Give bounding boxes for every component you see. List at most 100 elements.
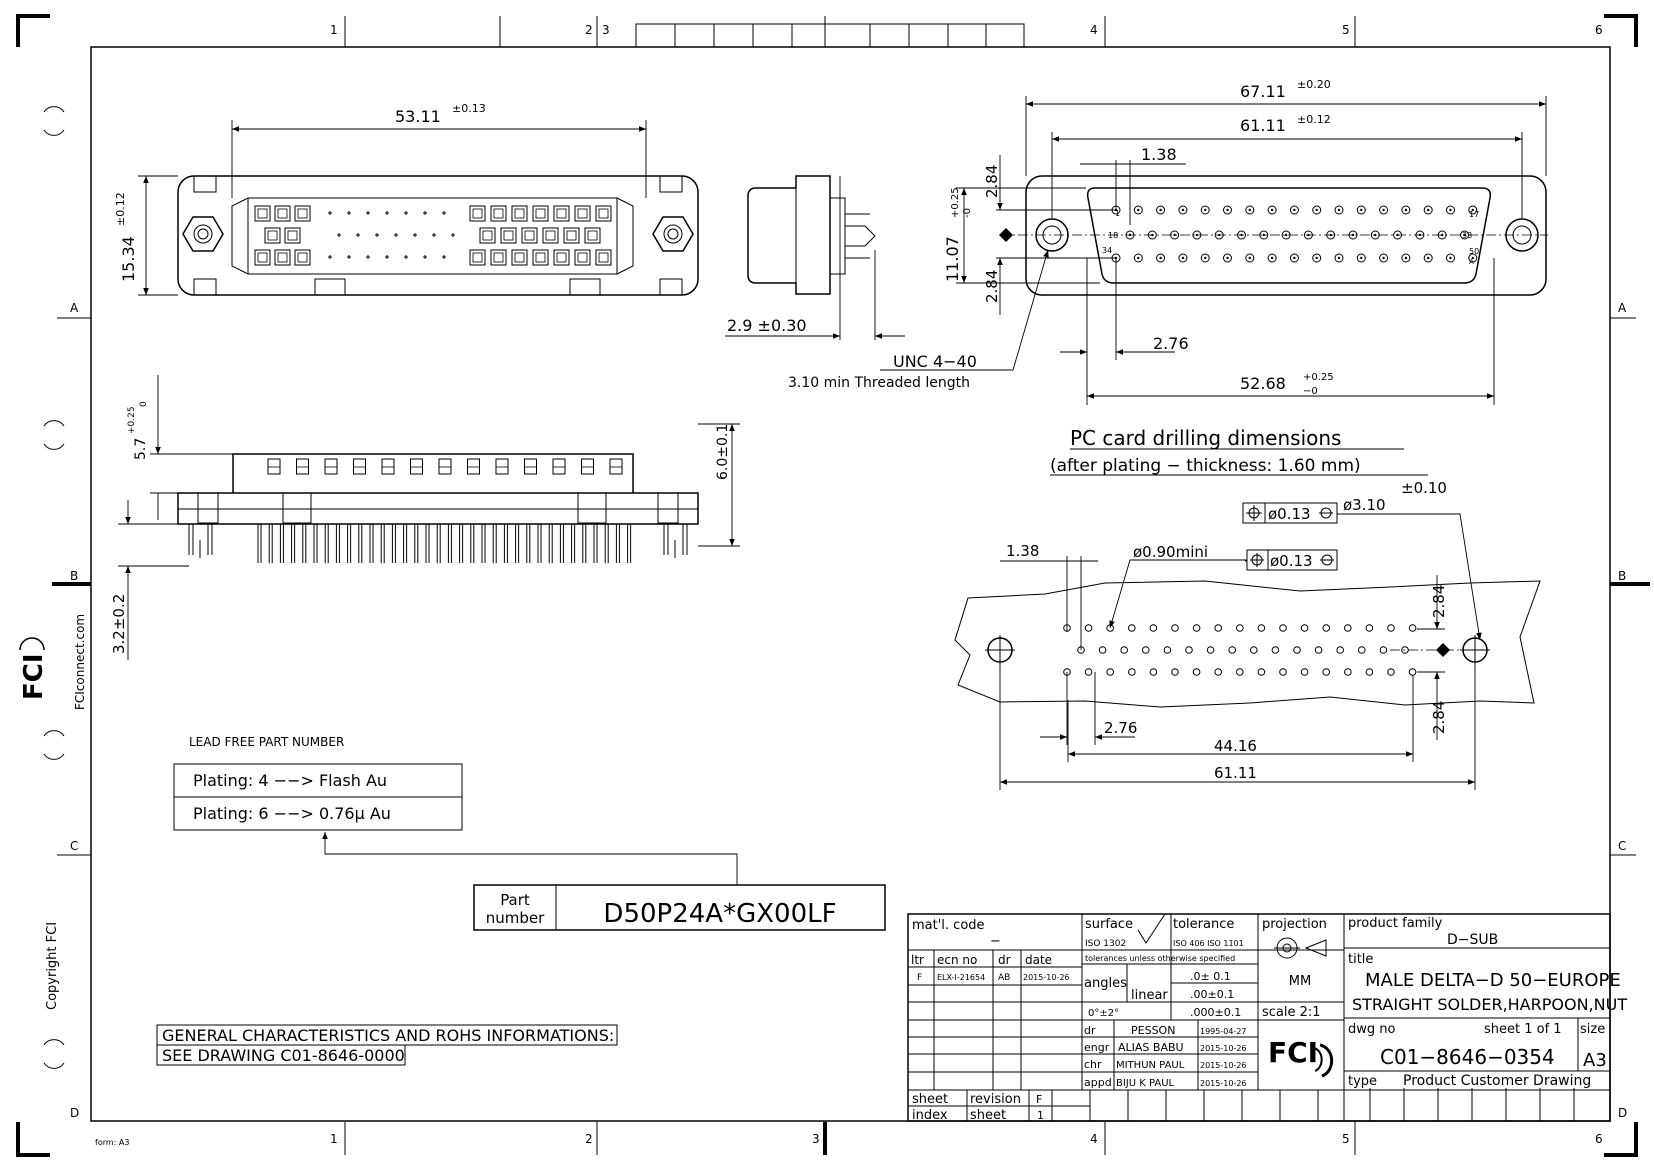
pcb-hole — [1250, 646, 1258, 654]
tb-scale: scale 2:1 — [1262, 1005, 1321, 1020]
tb-angles-label: angles — [1084, 976, 1127, 991]
pin-label-sub: A — [1469, 258, 1474, 266]
rear-pin — [1133, 205, 1143, 215]
rear-view-pins — [1111, 205, 1478, 263]
rear-pin-center — [1226, 256, 1229, 260]
rear-pin — [1334, 205, 1344, 215]
pin-label-50: 50 — [1469, 247, 1479, 256]
elevation-mark — [267, 458, 281, 475]
rear-pin — [1289, 205, 1299, 215]
rear-shell-tol-plus: +0.25 — [950, 187, 961, 218]
pin-label-17: 17 — [1469, 210, 1479, 219]
pcb-drilling: PC card drilling dimensions (after plati… — [954, 426, 1541, 790]
rear-pin — [1178, 205, 1188, 215]
tb-date-appd: 2015-10-26 — [1200, 1079, 1247, 1088]
pcb-hole — [1063, 624, 1071, 632]
tb-index-label: index — [912, 1108, 948, 1123]
rear-pin — [1245, 205, 1255, 215]
pcb-hole — [1408, 624, 1417, 632]
rear-pin-center — [1270, 256, 1274, 260]
front-contact — [469, 249, 486, 266]
copyright-text: Copyright FCI — [45, 922, 60, 1010]
pin-label-1: 1 — [1115, 209, 1120, 218]
zone-row-b-right: B — [1618, 569, 1626, 583]
front-contact — [294, 205, 311, 222]
front-contact-inner — [277, 252, 288, 263]
tb-name-chr: MITHUN PAUL — [1116, 1060, 1185, 1071]
rear-pin-span-tol-minus: −0 — [1303, 386, 1318, 397]
form-size-text: form: A3 — [95, 1138, 129, 1147]
part-number-block: Part number D50P24A*GX00LF — [473, 884, 886, 931]
rear-pin — [1401, 205, 1411, 215]
tb-rev-h-ecn: ecn no — [937, 953, 977, 967]
elevation-mark — [467, 458, 480, 475]
pin-label-18: 18 — [1108, 231, 1118, 240]
rear-pin-center — [1240, 233, 1243, 237]
lead-free-block: LEAD FREE PART NUMBER Plating: 4 −−> Fla… — [173, 735, 738, 885]
rear-pin — [1237, 230, 1246, 240]
rear-pin — [1312, 205, 1322, 215]
tb-title-2: STRAIGHT SOLDER,HARPOON,NUT — [1352, 995, 1627, 1014]
tb-tol-note: tolerances unless otherwise specified — [1085, 954, 1235, 963]
front-contact-inner — [566, 230, 577, 241]
zone-row-c: C — [70, 839, 78, 853]
pcb-hole — [1171, 624, 1179, 632]
rear-pin — [1468, 205, 1478, 215]
tb-matl-value: − — [990, 934, 1001, 949]
tb-linear-1: .0± 0.1 — [1190, 970, 1231, 983]
pcb-mount-tol: ±0.10 — [1401, 479, 1447, 497]
tb-tolerance-value: ISO 406 ISO 1101 — [1173, 939, 1244, 948]
pcb-hole — [1192, 668, 1201, 676]
tb-surface-label: surface — [1085, 917, 1133, 932]
elevation-mark — [438, 458, 452, 475]
rear-pin-center — [1471, 208, 1475, 212]
pcb-pin-holes — [1063, 624, 1417, 676]
front-contact — [595, 249, 612, 266]
front-height-dim: 15.34 — [119, 236, 138, 282]
tb-linear-2: .00±0.1 — [1190, 988, 1234, 1001]
pcb-hole — [1236, 668, 1244, 676]
tb-linear-3: .000±0.1 — [1190, 1006, 1241, 1019]
front-contact-inner — [556, 252, 567, 263]
rear-pin-center — [1181, 208, 1185, 212]
front-contact-inner — [482, 230, 493, 241]
front-contact-inner — [257, 252, 268, 263]
front-contact — [521, 227, 538, 244]
rear-pin-center — [1226, 208, 1229, 212]
pcb-pitch-dim: 2.76 — [1104, 719, 1137, 737]
front-contact-inner — [297, 208, 308, 219]
rear-pin-center — [1159, 208, 1162, 212]
tb-title-label: title — [1348, 952, 1373, 967]
front-contact-inner — [577, 208, 588, 219]
pcb-hole — [1128, 624, 1136, 632]
front-contact-inner — [514, 252, 525, 263]
rear-pin-center — [1427, 256, 1430, 260]
rear-pin-center — [1449, 208, 1452, 212]
rear-pin-center — [1293, 256, 1296, 260]
front-contact-inner — [598, 208, 609, 219]
rear-pin-center — [1351, 233, 1355, 237]
pcb-pin-span-dim: 44.16 — [1214, 737, 1257, 755]
front-contact — [511, 205, 528, 222]
tb-product-family: D−SUB — [1447, 932, 1498, 948]
rear-row-bottom-dim: 2.84 — [983, 270, 1001, 303]
rear-pin-center — [1396, 233, 1399, 237]
zone-col-6: 6 — [1595, 23, 1603, 37]
part-label-1: Part — [500, 891, 530, 909]
tb-name-engr: ALIAS BABU — [1118, 1041, 1184, 1054]
rear-pin-center — [1159, 256, 1162, 260]
rear-pin — [1326, 230, 1336, 240]
rear-pin — [1214, 230, 1224, 240]
front-contact — [254, 249, 271, 266]
zone-row-d-right: D — [1618, 1106, 1627, 1120]
rear-pin — [1370, 230, 1380, 240]
tb-revision-value: F — [1036, 1093, 1042, 1106]
front-contact-inner — [257, 208, 268, 219]
pin-label-34: 34 — [1102, 246, 1112, 255]
lead-free-heading: LEAD FREE PART NUMBER — [189, 735, 344, 749]
front-contact — [469, 205, 486, 222]
rear-pin — [1401, 253, 1411, 263]
tb-date-engr: 2015-10-26 — [1200, 1044, 1247, 1053]
pcb-hole — [1336, 646, 1344, 654]
rear-pin-center — [1195, 233, 1199, 237]
